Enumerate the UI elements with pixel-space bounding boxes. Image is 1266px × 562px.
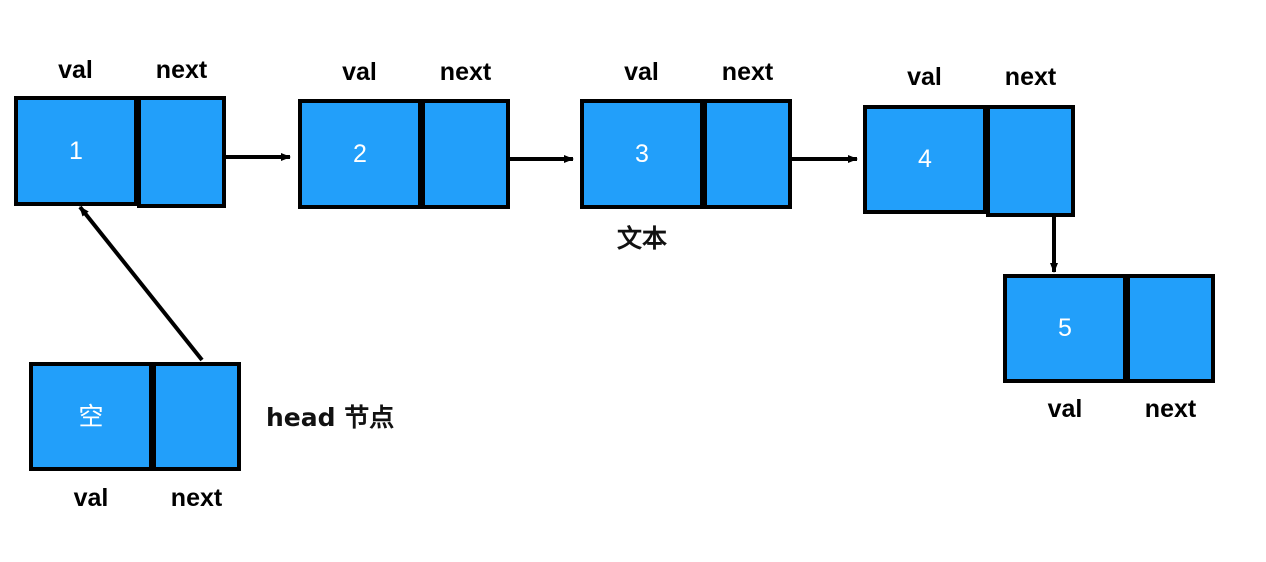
node-head-val-label: val: [73, 484, 109, 512]
node-3-next-label: next: [721, 58, 774, 86]
node-2-val-label: val: [342, 58, 377, 86]
node-1-next-cell: [137, 96, 226, 208]
node-4-val-label: val: [907, 63, 942, 91]
node-head-next-cell: [152, 362, 241, 471]
node-5-next-label: next: [1144, 395, 1197, 423]
node-1-val-cell: 1: [14, 96, 138, 206]
node-head-next-label: next: [170, 484, 223, 512]
node-5-val-label: val: [1047, 395, 1083, 423]
node-4-value: 4: [918, 145, 932, 173]
node-2-value: 2: [353, 139, 367, 168]
arrow-head-to-node1: [78, 205, 204, 362]
node-head-value: 空: [78, 402, 104, 431]
node-4-next-cell: [986, 105, 1075, 217]
node-3-next-cell: [703, 99, 792, 209]
node-1-next-label: next: [155, 56, 208, 84]
node-5-next-cell: [1126, 274, 1215, 383]
node-2-next-cell: [421, 99, 510, 209]
node-3-value: 3: [635, 139, 649, 168]
node-4-val-cell: 4: [863, 105, 987, 214]
node-4-next-label: next: [1004, 63, 1057, 91]
node-head-val-cell: 空: [29, 362, 153, 471]
node-2-next-label: next: [439, 58, 492, 86]
node-3-val-label: val: [624, 58, 659, 86]
node-5-value: 5: [1058, 314, 1072, 342]
node-5-val-cell: 5: [1003, 274, 1127, 383]
node-1-val-label: val: [58, 56, 93, 84]
node-3-caption: 文本: [616, 224, 667, 253]
node-head-caption: head 节点: [266, 403, 395, 432]
node-1-value: 1: [69, 136, 83, 165]
node-2-val-cell: 2: [298, 99, 422, 209]
node-3-val-cell: 3: [580, 99, 704, 209]
